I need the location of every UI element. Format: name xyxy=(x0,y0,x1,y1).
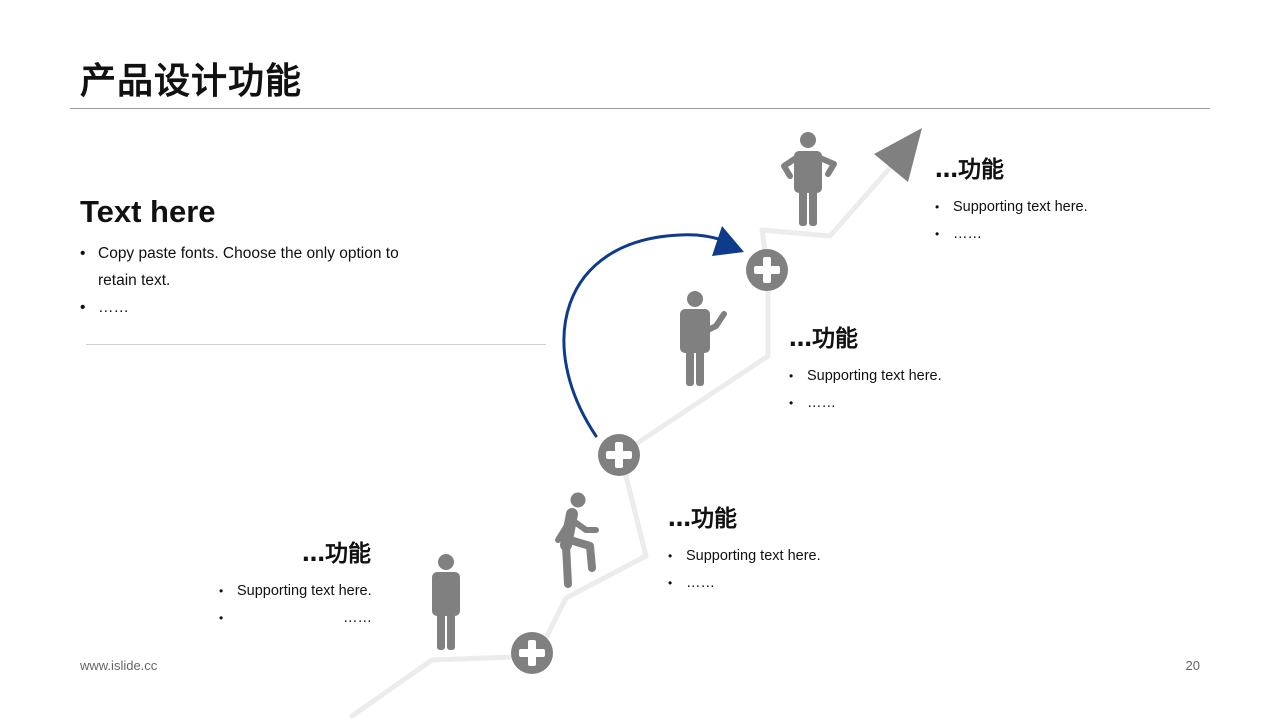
curved-arrow xyxy=(562,233,724,438)
arrowhead-icon xyxy=(874,128,922,182)
person-walking-icon xyxy=(555,492,599,588)
feature-bullet-list: Supporting text here. …… xyxy=(935,194,1088,248)
page-title: 产品设计功能 xyxy=(80,61,303,102)
plus-circle-icon xyxy=(511,632,553,674)
feature-bullet-list: Supporting text here. …… xyxy=(219,578,372,632)
title-divider xyxy=(70,108,1210,109)
person-pointing-icon xyxy=(680,291,727,386)
intro-bullet: …… xyxy=(80,294,428,321)
feature-bullet: …… xyxy=(219,605,372,632)
intro-bullet: Copy paste fonts. Choose the only option… xyxy=(80,240,428,294)
plus-circle-icon xyxy=(746,249,788,291)
feature-bullet: Supporting text here. xyxy=(935,194,1088,221)
person-standing-icon xyxy=(432,554,460,650)
feature-bullet: …… xyxy=(935,221,1088,248)
feature-title: …功能 xyxy=(302,541,371,567)
curved-arrowhead-icon xyxy=(712,226,744,256)
feature-bullet: Supporting text here. xyxy=(219,578,372,605)
feature-bullet: Supporting text here. xyxy=(668,543,821,570)
feature-bullet-list: Supporting text here. …… xyxy=(789,363,942,417)
plus-circle-icon xyxy=(598,434,640,476)
feature-title: …功能 xyxy=(668,506,737,532)
feature-title: …功能 xyxy=(935,157,1004,183)
feature-bullet: …… xyxy=(789,390,942,417)
intro-divider xyxy=(86,344,546,345)
footer-url: www.islide.cc xyxy=(80,658,158,673)
page-number: 20 xyxy=(1185,658,1200,673)
person-shrugging-icon xyxy=(781,132,837,226)
feature-bullet-list: Supporting text here. …… xyxy=(668,543,821,597)
intro-bullet-list: Copy paste fonts. Choose the only option… xyxy=(80,240,428,321)
feature-bullet: Supporting text here. xyxy=(789,363,942,390)
feature-title: …功能 xyxy=(789,326,858,352)
intro-heading: Text here xyxy=(80,194,216,229)
feature-bullet: …… xyxy=(668,570,821,597)
